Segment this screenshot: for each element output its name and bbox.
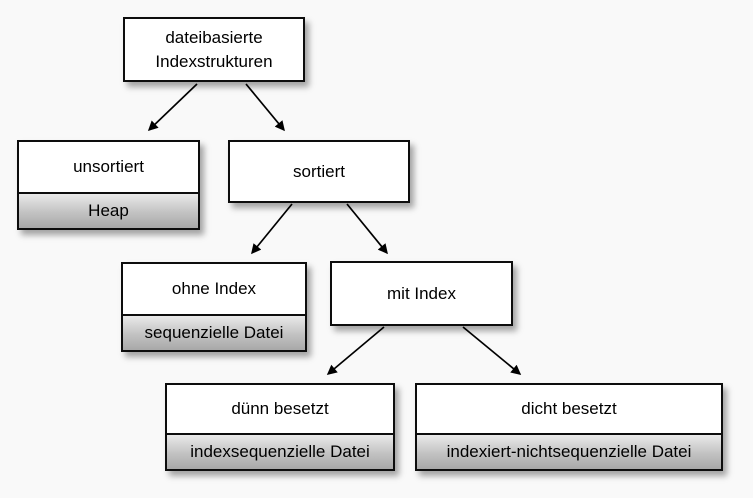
edge-sortiert-ohne-index <box>251 203 293 255</box>
node-dateibasierte-indexstrukturen: dateibasierte Indexstrukturen <box>123 17 305 82</box>
node-sublabel: indexsequenzielle Datei <box>167 433 393 469</box>
edge-mit-index-dicht <box>462 326 522 375</box>
node-mit-index: mit Index <box>330 261 513 326</box>
node-ohne-index: ohne Index sequenzielle Datei <box>121 262 307 352</box>
node-dicht-besetzt: dicht besetzt indexiert-nichtsequenziell… <box>415 383 723 471</box>
node-label: unsortiert <box>19 142 198 192</box>
node-label: mit Index <box>332 263 511 324</box>
node-label: sortiert <box>230 142 408 201</box>
node-label: dünn besetzt <box>167 385 393 433</box>
node-label: dateibasierte Indexstrukturen <box>125 19 303 80</box>
node-unsortiert: unsortiert Heap <box>17 140 200 230</box>
edge-sortiert-mit-index <box>346 203 388 255</box>
node-label: ohne Index <box>123 264 305 314</box>
edge-mit-index-duenn <box>326 326 385 375</box>
node-sublabel: sequenzielle Datei <box>123 314 305 350</box>
edge-root-sortiert <box>245 83 285 132</box>
node-sublabel: indexiert-nichtsequenzielle Datei <box>417 433 721 469</box>
node-sortiert: sortiert <box>228 140 410 203</box>
edge-root-unsortiert <box>147 83 198 132</box>
node-sublabel: Heap <box>19 192 198 228</box>
node-duenn-besetzt: dünn besetzt indexsequenzielle Datei <box>165 383 395 471</box>
node-label: dicht besetzt <box>417 385 721 433</box>
